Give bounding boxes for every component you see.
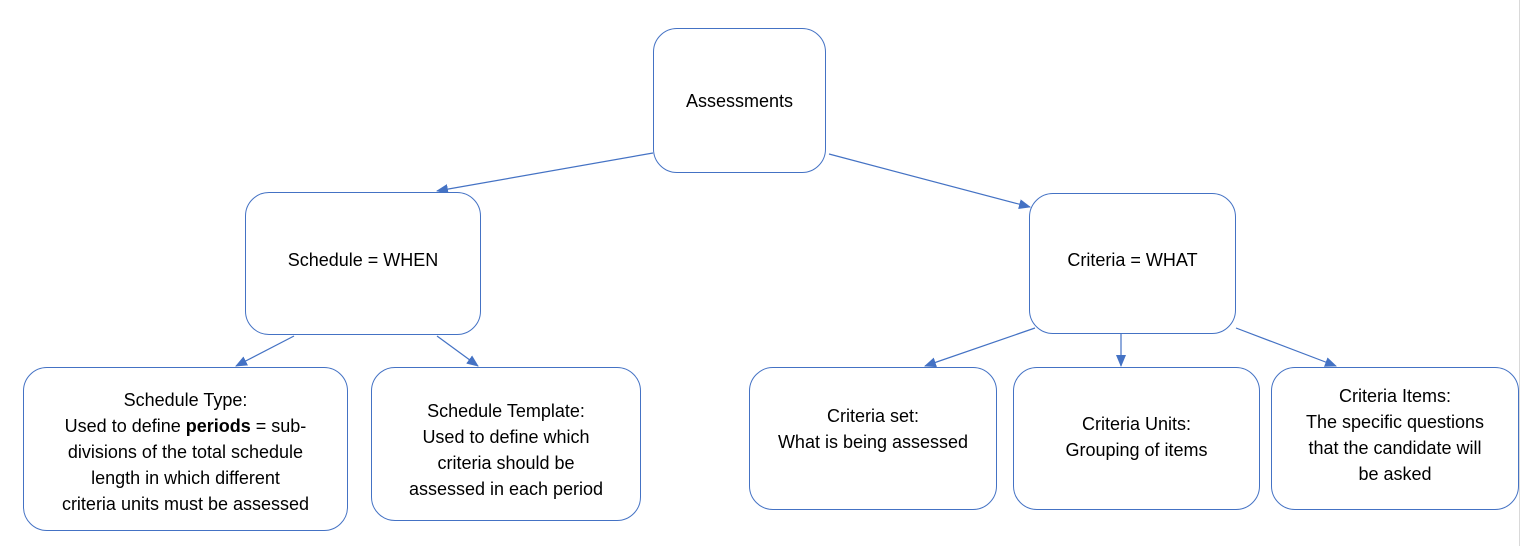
schedule-template-line-2: criteria should be	[437, 453, 575, 473]
schedule-template-line-3: assessed in each period	[408, 479, 604, 499]
node-schedule-template: Schedule Template: Used to define which …	[371, 367, 641, 521]
criteria-units-line-1: Grouping of items	[1065, 439, 1208, 460]
schedule-type-periods-bold: periods	[185, 416, 251, 436]
schedule-type-line-2: divisions of the total schedule	[67, 442, 304, 462]
schedule-type-line-1-pre: Used to define	[64, 416, 186, 436]
schedule-type-line-4: criteria units must be assessed	[61, 494, 310, 514]
node-schedule: Schedule = WHEN	[245, 192, 481, 335]
node-schedule-type: Schedule Type: Used to define periods = …	[23, 367, 348, 531]
edge-schedule-to-schedule-type	[235, 335, 295, 367]
node-criteria: Criteria = WHAT	[1029, 193, 1236, 334]
edge-assessments-to-schedule	[436, 152, 654, 195]
schedule-template-title: Schedule Template:	[427, 401, 585, 421]
node-schedule-label: Schedule = WHEN	[287, 249, 439, 270]
node-criteria-label: Criteria = WHAT	[1067, 249, 1198, 270]
schedule-template-line-1: Used to define which	[422, 427, 590, 447]
node-criteria-items: Criteria Items: The specific questions t…	[1271, 367, 1519, 510]
edge-criteria-to-criteria-items	[1235, 327, 1337, 367]
node-criteria-set: Criteria set: What is being assessed	[749, 367, 997, 510]
node-assessments: Assessments	[653, 28, 826, 173]
criteria-items-line-3: be asked	[1358, 463, 1432, 484]
schedule-type-title: Schedule Type:	[123, 390, 248, 410]
node-criteria-units: Criteria Units: Grouping of items	[1013, 367, 1260, 510]
criteria-items-title: Criteria Items:	[1338, 385, 1452, 406]
criteria-units-title: Criteria Units:	[1081, 413, 1191, 434]
schedule-type-line-3: length in which different	[91, 468, 280, 488]
criteria-items-line-1: The specific questions	[1305, 411, 1485, 432]
criteria-items-line-2: that the candidate will	[1308, 437, 1482, 458]
node-assessments-label: Assessments	[685, 90, 794, 111]
schedule-type-line-1-post: = sub-	[250, 416, 307, 436]
criteria-set-line-1: What is being assessed	[777, 431, 969, 452]
edge-assessments-to-criteria	[828, 153, 1031, 210]
edge-schedule-to-schedule-template	[436, 335, 479, 367]
criteria-set-title: Criteria set:	[826, 405, 919, 426]
schedule-type-line-1: Used to define periods = sub-	[65, 413, 307, 439]
edge-criteria-to-criteria-set	[924, 327, 1036, 368]
page-edge-line	[1519, 0, 1520, 546]
